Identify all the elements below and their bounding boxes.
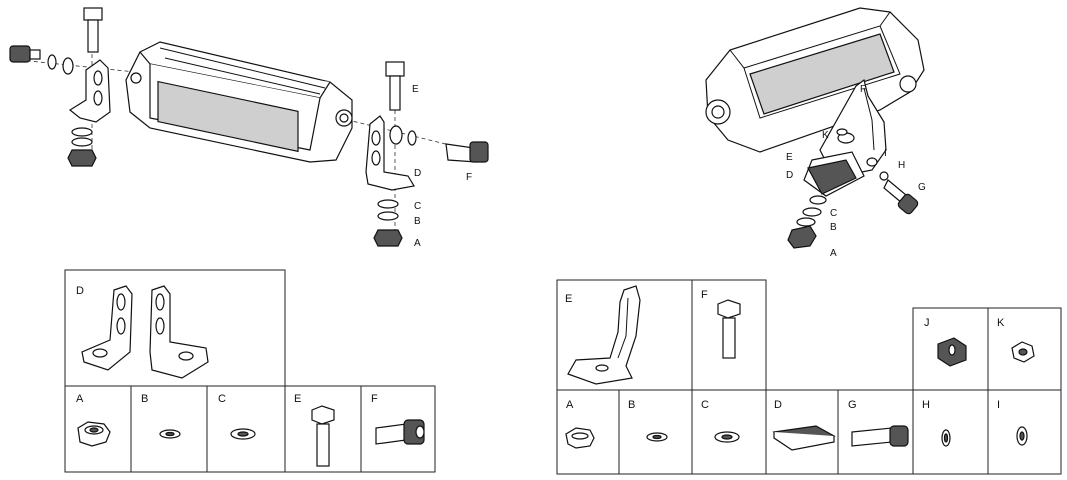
table-label-e: E [294, 393, 301, 405]
left-kit-table: D A B C E F [64, 269, 436, 473]
hex-nut-right [565, 427, 595, 449]
table-label-g-right: G [848, 399, 857, 411]
callout-d-right: D [786, 170, 793, 181]
callout-g-right: G [918, 182, 926, 193]
hex-nut [77, 421, 111, 447]
table-label-f-right: F [701, 289, 708, 301]
left-exploded-view: E F D C B A [9, 7, 489, 249]
socket-cap-screw [375, 419, 425, 445]
callout-b: B [414, 216, 421, 227]
right-side-bracket-stack [365, 61, 489, 247]
table-label-i-right: I [997, 399, 1000, 411]
table-label-k-right: K [997, 317, 1005, 329]
callout-h-right: H [898, 160, 905, 171]
table-label-a: A [76, 393, 84, 405]
rubber-pad [772, 425, 836, 451]
left-side-bracket-stack [9, 7, 111, 167]
table-label-d: D [76, 285, 84, 297]
callout-f: F [466, 172, 472, 183]
callout-a: A [414, 238, 421, 249]
table-label-a-right: A [566, 399, 574, 411]
socket-cap-screw-right [851, 425, 909, 447]
table-label-b-right: B [628, 399, 635, 411]
hex-bolt [311, 405, 335, 467]
table-label-d-right: D [774, 399, 782, 411]
spring-washer-h [941, 429, 951, 447]
right-assembled-view: F K E D I H G C B A [705, 7, 926, 259]
l-bracket-pair [81, 285, 209, 379]
table-label-c: C [218, 393, 226, 405]
table-label-f: F [371, 393, 378, 405]
adjustable-bracket-assembly [787, 78, 919, 249]
hex-bolt-right [717, 299, 741, 359]
callout-c: C [414, 201, 421, 212]
callout-a-right: A [830, 248, 837, 259]
callout-i-right: I [884, 148, 887, 159]
table-label-c-right: C [701, 399, 709, 411]
table-label-h-right: H [922, 399, 930, 411]
light-bar-housing [125, 41, 353, 163]
table-label-e-right: E [565, 293, 572, 305]
callout-b-right: B [830, 222, 837, 233]
right-kit-table: E F J K A B C D G H I [556, 279, 1062, 475]
callout-c-right: C [830, 208, 837, 219]
table-label-b: B [141, 393, 148, 405]
callout-d: D [414, 168, 421, 179]
light-bar-housing-assembled [705, 7, 925, 153]
flat-washer-right [714, 431, 740, 443]
table-label-j-right: J [924, 317, 930, 329]
hex-nut-k [1011, 341, 1035, 363]
lock-washer [159, 429, 181, 439]
flat-washer [230, 428, 256, 440]
callout-f-right: F [860, 84, 866, 95]
flat-washer-i [1016, 426, 1028, 446]
curved-adjustable-bracket [567, 285, 641, 385]
callout-k-right: K [822, 130, 829, 141]
square-nut [937, 337, 967, 367]
callout-e-right: E [786, 152, 793, 163]
lock-washer-right [646, 432, 668, 442]
callout-e: E [412, 84, 419, 95]
